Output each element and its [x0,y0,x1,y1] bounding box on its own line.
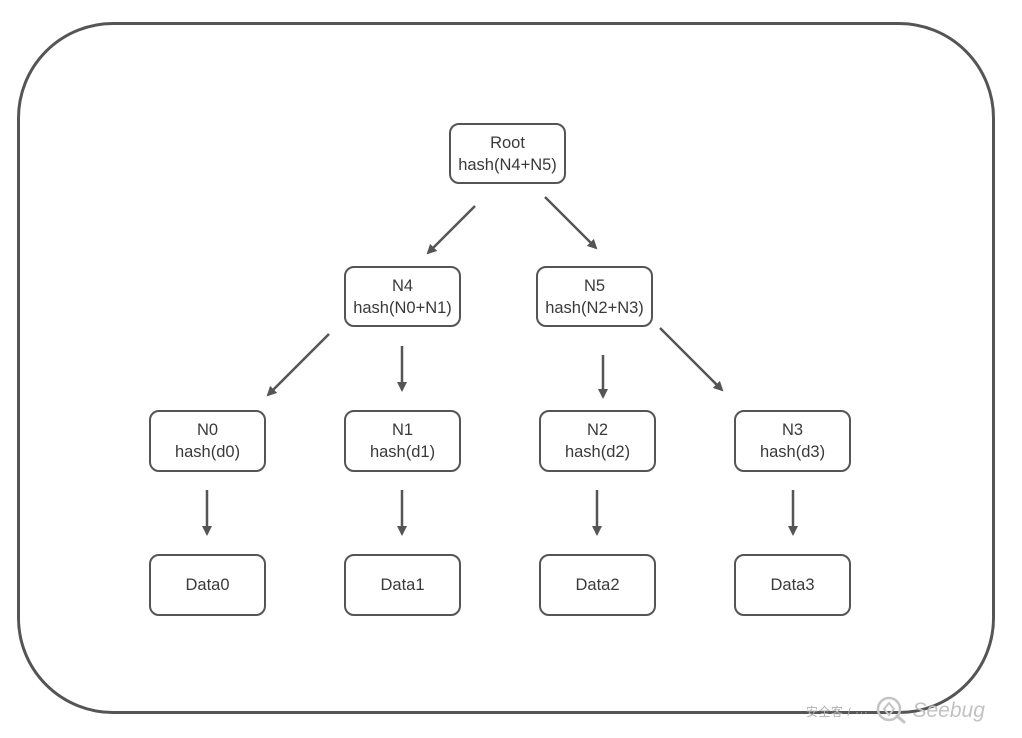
watermark-brand: Seebug [912,699,985,722]
node-data0: Data0 [149,554,266,616]
node-data3-label: Data3 [770,576,815,594]
node-data0-label: Data0 [185,576,230,594]
node-n3-hash: hash(d3) [759,443,826,461]
edge-root-n4 [426,205,476,255]
node-n2: N2 hash(d2) [539,410,656,472]
node-n2-hash: hash(d2) [564,443,631,461]
node-data1: Data1 [344,554,461,616]
node-n1-title: N1 [391,421,414,439]
node-n4: N4 hash(N0+N1) [344,266,461,327]
seebug-logo-icon [873,694,909,729]
node-data3: Data3 [734,554,851,616]
node-n4-title: N4 [391,276,414,295]
node-n2-title: N2 [586,421,609,439]
node-root: Root hash(N4+N5) [449,123,566,184]
node-n4-hash: hash(N0+N1) [353,298,452,317]
node-root-hash: hash(N4+N5) [458,155,557,174]
edge-root-n5 [544,196,598,250]
node-n0-title: N0 [196,421,219,439]
node-data2-label: Data2 [575,576,620,594]
rounded-frame [17,22,995,714]
node-n5-hash: hash(N2+N3) [545,298,644,317]
watermark: 安全客 / ··· Seebug [806,694,985,728]
node-data2: Data2 [539,554,656,616]
edge-n4-n0 [266,333,330,397]
node-root-title: Root [490,133,525,152]
node-n3-title: N3 [781,421,804,439]
node-n5-title: N5 [583,276,606,295]
node-data1-label: Data1 [380,576,425,594]
watermark-prefix: 安全客 / ··· [806,704,869,719]
node-n1: N1 hash(d1) [344,410,461,472]
node-n5: N5 hash(N2+N3) [536,266,653,327]
node-n1-hash: hash(d1) [369,443,436,461]
node-n3: N3 hash(d3) [734,410,851,472]
node-n0-hash: hash(d0) [174,443,241,461]
edge-n5-n3 [659,327,724,392]
node-n0: N0 hash(d0) [149,410,266,472]
